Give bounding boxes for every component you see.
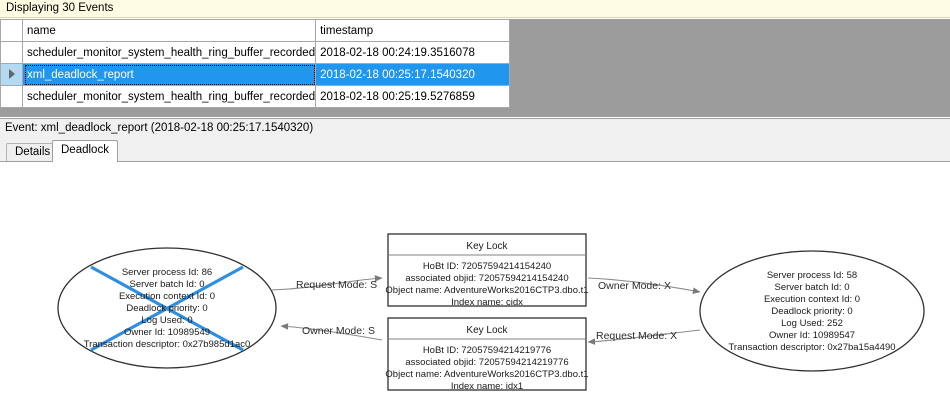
edge-label-request-mode-s: Request Mode: S <box>296 279 377 291</box>
event-detail-header: Event: xml_deadlock_report (2018-02-18 0… <box>0 118 950 140</box>
key-lock-top-line-0: HoBt ID: 72057594214154240 <box>423 261 551 272</box>
victim-process-line-6: Transaction descriptor: 0x27b985d1ac0 <box>84 339 251 350</box>
key-lock-bottom-title: Key Lock <box>466 325 508 336</box>
row-timestamp-cell[interactable]: 2018-02-18 00:24:19.3516078 <box>315 41 511 64</box>
key-lock-bottom-line-3: Index name: idx1 <box>451 381 523 392</box>
detail-tabstrip: Details Deadlock <box>0 140 950 162</box>
key-lock-top-line-2: Object name: AdventureWorks2016CTP3.dbo.… <box>385 285 588 296</box>
events-table-head: name timestamp <box>0 19 511 42</box>
events-info-bar: Displaying 30 Events <box>0 0 950 18</box>
edge-owner-mode-x: Owner Mode: X <box>587 277 701 294</box>
surviving-process-line-6: Transaction descriptor: 0x27ba15a4490 <box>728 342 895 353</box>
key-lock-bottom-node[interactable]: Key Lock HoBt ID: 72057594214219776 asso… <box>385 317 589 392</box>
edge-request-mode-x: Request Mode: X <box>587 329 701 345</box>
victim-cross-icon <box>90 265 244 352</box>
victim-process-line-0: Server process Id: 86 <box>122 267 212 278</box>
deadlock-graph-svg: Request Mode: S Owner Mode: X Owner Mode… <box>57 233 925 392</box>
surviving-process-line-5: Owner Id: 10989547 <box>769 330 855 341</box>
row-name-cell[interactable]: scheduler_monitor_system_health_ring_buf… <box>21 85 317 108</box>
page-title: Event: xml_deadlock_report (2018-02-18 0… <box>5 122 314 134</box>
surviving-process-line-4: Log Used: 252 <box>781 318 843 329</box>
row-selector-cell[interactable] <box>0 85 23 108</box>
edge-request-mode-s: Request Mode: S <box>271 275 383 291</box>
surviving-process-line-3: Deadlock priority: 0 <box>771 306 852 317</box>
key-lock-bottom-line-2: Object name: AdventureWorks2016CTP3.dbo.… <box>385 369 588 380</box>
events-table-body: scheduler_monitor_system_health_ring_buf… <box>0 41 511 108</box>
key-lock-bottom-line-1: associated objid: 72057594214219776 <box>405 357 568 368</box>
edge-label-owner-mode-s: Owner Mode: S <box>302 325 375 337</box>
key-lock-bottom-line-0: HoBt ID: 72057594214219776 <box>423 345 551 356</box>
victim-process-line-1: Server batch Id: 0 <box>130 279 205 290</box>
events-grid[interactable]: name timestamp scheduler_monitor_system_… <box>0 19 950 117</box>
key-lock-top-line-1: associated objid: 72057594214154240 <box>405 273 568 284</box>
table-row[interactable]: scheduler_monitor_system_health_ring_buf… <box>0 85 511 108</box>
column-header-name[interactable]: name <box>21 19 317 42</box>
victim-process-node[interactable]: Server process Id: 86 Server batch Id: 0… <box>57 247 277 369</box>
row-selector-cell[interactable] <box>0 63 23 86</box>
victim-process-line-2: Execution context Id: 0 <box>119 291 215 302</box>
edge-owner-mode-s: Owner Mode: S <box>280 323 383 341</box>
events-header-row: name timestamp <box>0 19 511 42</box>
tab-deadlock[interactable]: Deadlock <box>52 140 118 162</box>
events-count-label: Displaying 30 Events <box>6 2 114 14</box>
row-name-cell[interactable]: scheduler_monitor_system_health_ring_buf… <box>21 41 317 64</box>
row-name-cell-text: xml_deadlock_report <box>25 64 315 85</box>
surviving-process-node[interactable]: Server process Id: 58 Server batch Id: 0… <box>699 250 925 372</box>
edge-label-request-mode-x: Request Mode: X <box>596 330 677 342</box>
surviving-process-line-0: Server process Id: 58 <box>767 270 857 281</box>
edge-label-owner-mode-x: Owner Mode: X <box>598 280 671 292</box>
column-header-selector[interactable] <box>0 19 23 42</box>
row-name-cell[interactable]: xml_deadlock_report <box>21 63 317 86</box>
row-selector-cell[interactable] <box>0 41 23 64</box>
surviving-process-line-1: Server batch Id: 0 <box>775 282 850 293</box>
surviving-process-line-2: Execution context Id: 0 <box>764 294 860 305</box>
table-row[interactable]: scheduler_monitor_system_health_ring_buf… <box>0 41 511 64</box>
victim-process-line-4: Log Used: 0 <box>141 315 192 326</box>
deadlock-graph-canvas[interactable]: Request Mode: S Owner Mode: X Owner Mode… <box>0 161 950 400</box>
column-header-timestamp[interactable]: timestamp <box>315 19 511 42</box>
key-lock-top-line-3: Index name: cidx <box>451 297 523 308</box>
victim-process-line-3: Deadlock priority: 0 <box>126 303 207 314</box>
row-timestamp-cell[interactable]: 2018-02-18 00:25:17.1540320 <box>315 63 511 86</box>
events-table: name timestamp scheduler_monitor_system_… <box>0 19 511 108</box>
key-lock-top-node[interactable]: Key Lock HoBt ID: 72057594214154240 asso… <box>385 233 589 308</box>
row-timestamp-cell[interactable]: 2018-02-18 00:25:19.5276859 <box>315 85 511 108</box>
victim-process-line-5: Owner Id: 10989549 <box>124 327 210 338</box>
key-lock-top-title: Key Lock <box>466 241 508 252</box>
table-row[interactable]: xml_deadlock_report 2018-02-18 00:25:17.… <box>0 63 511 86</box>
row-selector-arrow-icon <box>8 69 15 80</box>
